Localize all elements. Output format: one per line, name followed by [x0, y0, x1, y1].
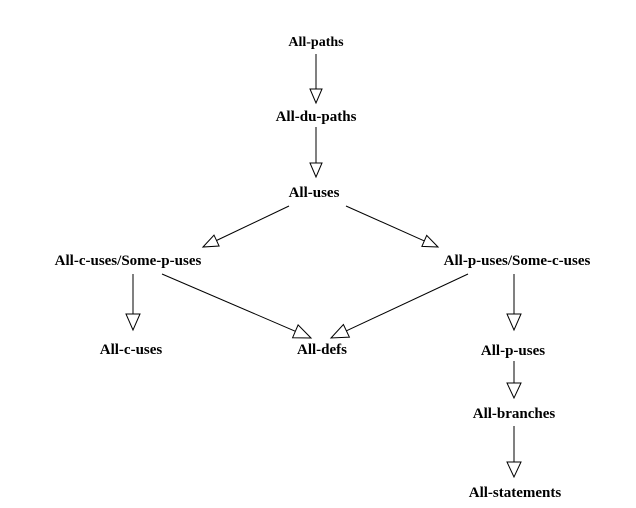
nodes-layer: All-paths All-du-paths All-uses All-c-us… [55, 35, 591, 501]
node-all-uses: All-uses [289, 185, 340, 201]
node-all-c-uses-some-p-uses: All-c-uses/Some-p-uses [55, 253, 202, 269]
arrow-head-all_p_uses-to-all_branches [506, 382, 522, 400]
arrow-head-all_c_some_p-to-all_c_uses [125, 313, 141, 332]
edge-line-all_uses-to-all_p_some_c [345, 205, 425, 242]
arrow-head-all_uses-to-all_c_some_p [201, 234, 220, 248]
node-all-statements: All-statements [469, 485, 562, 501]
arrow-head-all_du_paths-to-all_uses [309, 162, 323, 179]
node-all-du-paths: All-du-paths [276, 109, 357, 125]
arrow-head-all_p_some_c-to-all_p_uses [506, 313, 522, 332]
node-all-p-uses-some-c-uses: All-p-uses/Some-c-uses [444, 253, 591, 269]
edge-line-all_c_some_p-to-all_defs [161, 273, 296, 332]
node-all-defs: All-defs [297, 342, 347, 358]
edge-line-all_uses-to-all_c_some_p [216, 205, 290, 241]
arrow-head-all_paths-to-all_du_paths [309, 88, 323, 105]
node-all-p-uses: All-p-uses [481, 343, 545, 359]
node-all-branches: All-branches [473, 406, 556, 422]
arrow-head-all_uses-to-all_p_some_c [421, 234, 440, 248]
edge-line-all_p_some_c-to-all_defs [346, 273, 469, 332]
edges-layer [125, 54, 522, 479]
node-all-paths: All-paths [288, 35, 344, 50]
arrow-head-all_p_some_c-to-all_defs [329, 323, 351, 339]
node-all-c-uses: All-c-uses [100, 342, 163, 358]
arrow-head-all_branches-to-all_statements [506, 461, 522, 479]
arrow-head-all_c_some_p-to-all_defs [291, 324, 313, 339]
